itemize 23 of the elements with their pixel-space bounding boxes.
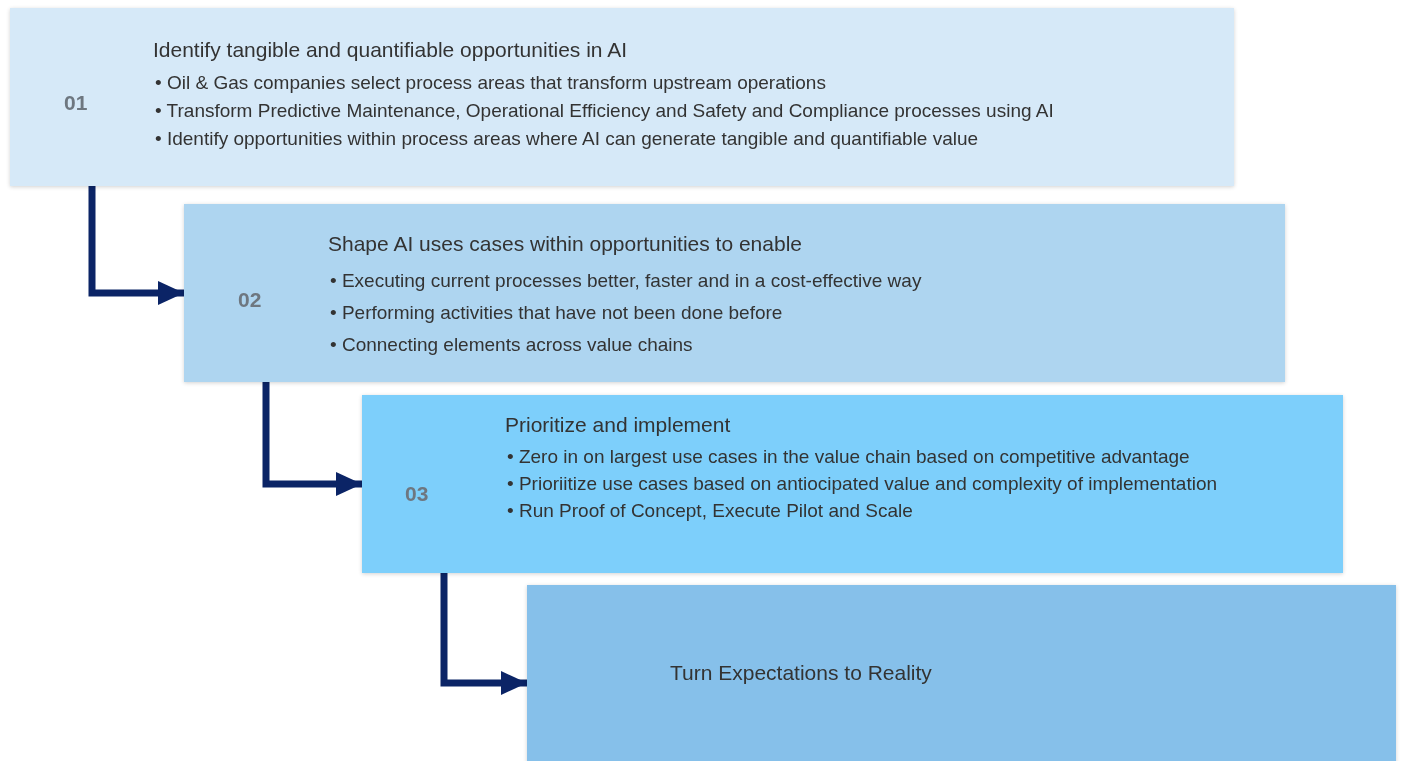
arrow <box>262 382 362 496</box>
step-box <box>362 395 1343 573</box>
step-box <box>184 204 1285 382</box>
arrow <box>440 573 527 695</box>
bullet-text: • Run Proof of Concept, Execute Pilot and Scale <box>506 500 914 522</box>
bullet-text: • Identify opportunities within process areas where AI can generate tangible and quantifiable value <box>154 128 980 150</box>
bullet-text: • Connecting elements across value chains <box>329 334 694 356</box>
step-heading: Prioritize and implement <box>505 413 731 437</box>
step-number: 01 <box>64 91 88 115</box>
bullet-text: • Zero in on largest use cases in the value chain based on competitive advantage <box>506 446 1191 468</box>
step-number: 03 <box>405 482 429 506</box>
step-heading: Shape AI uses cases within opportunities to enable <box>328 232 802 256</box>
arrow <box>88 186 184 305</box>
step-box <box>527 585 1396 761</box>
bullet-text: • Executing current processes better, faster and in a cost-effective way <box>329 270 923 292</box>
step-number: 02 <box>238 288 262 312</box>
bullet-text: • Prioriitize use cases based on antiocipated value and complexity of implementation <box>506 473 1219 495</box>
step-heading: Turn Expectations to Reality <box>670 661 932 685</box>
bullet-text: • Transform Predictive Maintenance, Operational Efficiency and Safety and Compliance processes using AI <box>154 100 1055 122</box>
step-box <box>10 8 1234 186</box>
step-heading: Identify tangible and quantifiable opportunities in AI <box>153 38 627 62</box>
bullet-text: • Performing activities that have not been done before <box>329 302 784 324</box>
bullet-text: • Oil & Gas companies select process areas that transform upstream operations <box>154 72 827 94</box>
